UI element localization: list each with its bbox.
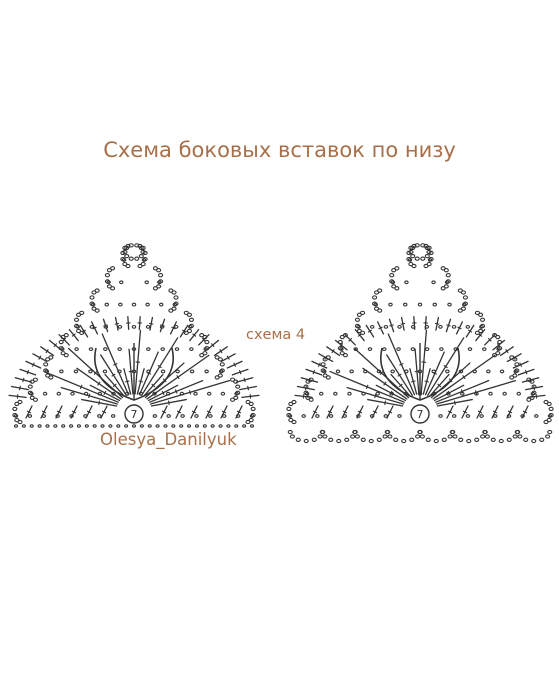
author-credit: Olesya_Danilyuk	[100, 430, 237, 449]
crochet-chart-right: 7	[286, 243, 554, 444]
center-marker: 7	[131, 408, 138, 421]
center-marker: 7	[417, 408, 424, 421]
scheme-label: схема 4	[246, 327, 306, 343]
diagram-title: Схема боковых вставок по низу	[103, 138, 456, 162]
crochet-chart-left: 7	[8, 243, 260, 428]
